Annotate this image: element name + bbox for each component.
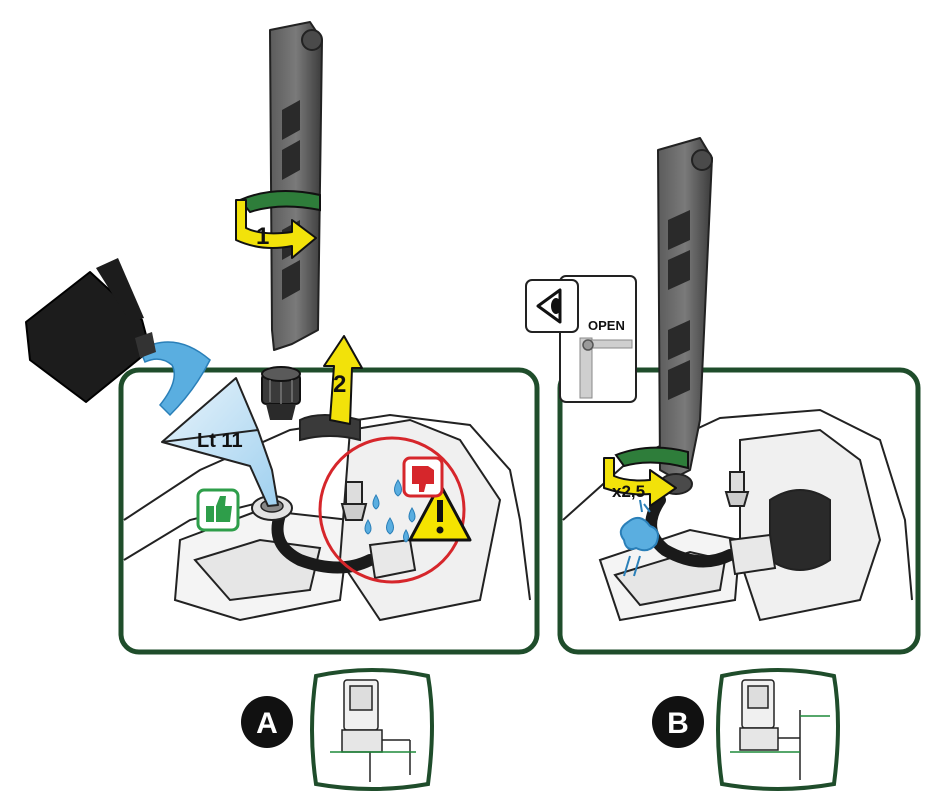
warning-triangle-icon	[408, 482, 472, 542]
panel-a-badge: A	[241, 696, 293, 748]
water-stream	[139, 341, 211, 417]
panel-a: Lt 11 2	[25, 21, 540, 655]
fitting-b	[728, 533, 777, 576]
funnel-icon: Lt 11	[161, 377, 279, 507]
priming-key-b	[657, 137, 713, 495]
pump-body-b	[562, 408, 913, 622]
panel-a-label: A	[256, 707, 278, 740]
installation-thumb-b	[716, 668, 840, 791]
step1-rotation-arrow: 1	[235, 190, 321, 259]
rotations-label: x2,5	[612, 482, 645, 501]
eye-icon	[536, 288, 562, 324]
thumbs-down-icon	[402, 456, 444, 498]
fitting-a	[368, 538, 417, 580]
valve-nipple-icon	[340, 481, 368, 521]
rotation-arrow-b: x2,5	[603, 446, 689, 507]
step1-label: 1	[256, 223, 269, 250]
installation-thumb-a	[310, 668, 434, 791]
thumbs-up-icon	[196, 488, 240, 532]
open-valve-icon	[579, 337, 633, 399]
filler-cap	[261, 366, 301, 420]
wrong-fill-point-circle	[318, 436, 466, 584]
water-canister-icon	[25, 258, 156, 403]
water-splash-icon	[619, 499, 659, 577]
hose-b	[645, 494, 736, 568]
panel-b-label: B	[667, 707, 689, 740]
water-drops	[364, 479, 416, 543]
open-valve-callout: OPEN	[525, 275, 637, 403]
step2-label: 2	[333, 371, 346, 398]
priming-key-a	[269, 21, 323, 351]
funnel-volume-label: Lt 11	[197, 430, 243, 452]
step2-arrow: 2	[323, 335, 363, 425]
panel-b-badge: B	[652, 696, 704, 748]
valve-nipple-b	[724, 471, 750, 507]
hose-a	[271, 509, 376, 574]
panel-b: x2,5 OPEN	[525, 137, 921, 655]
open-label: OPEN	[588, 318, 625, 333]
